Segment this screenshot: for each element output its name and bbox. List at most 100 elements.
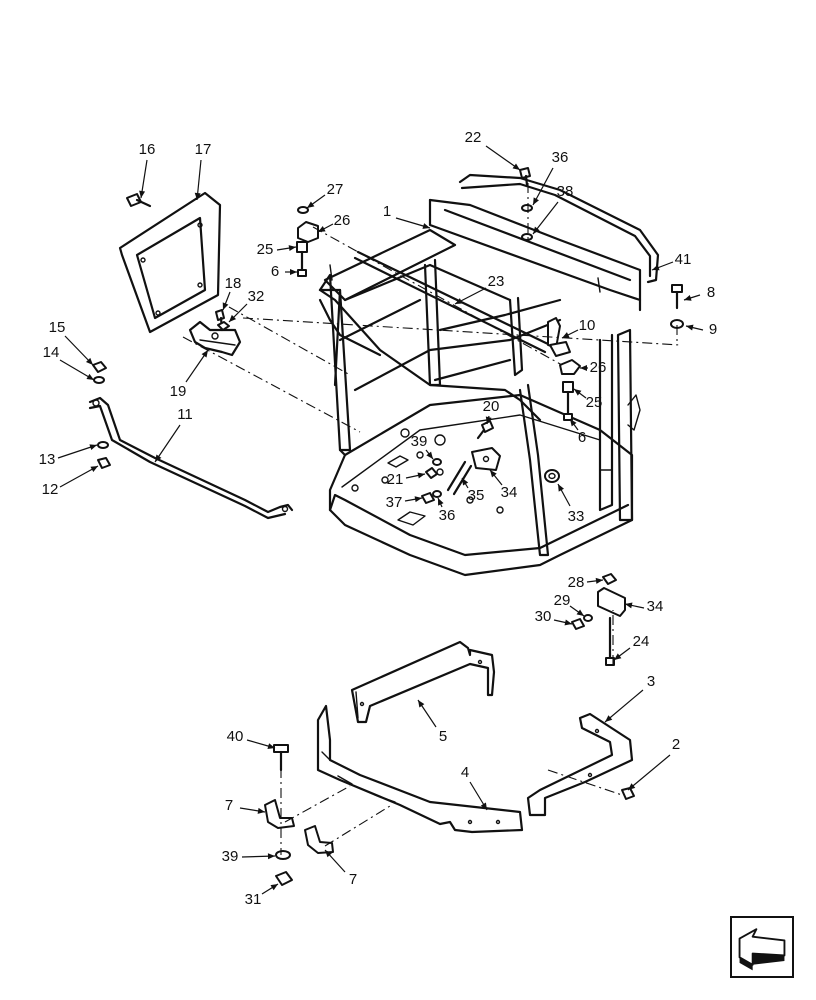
leader-arrowhead — [684, 295, 692, 301]
washer-29 — [583, 614, 593, 622]
leader-arrowhead — [570, 419, 577, 427]
handle-bar — [353, 250, 552, 354]
leader-arrowhead — [533, 226, 540, 234]
clip-26 — [297, 221, 319, 243]
callout-number: 3 — [647, 673, 655, 690]
callout-number: 7 — [349, 871, 357, 888]
callout-number: 25 — [586, 394, 603, 411]
leader-arrowhead — [222, 302, 229, 310]
guard-3 — [526, 712, 634, 817]
callout-number: 13 — [39, 451, 56, 468]
leader-arrowhead — [288, 245, 296, 252]
bracket-19 — [188, 320, 242, 357]
callout-number: 24 — [633, 633, 650, 650]
callout-number: 17 — [195, 141, 212, 158]
callout-number: 10 — [579, 317, 596, 334]
leader-arrowhead — [422, 223, 430, 229]
leader-arrowhead — [418, 700, 425, 708]
bolt-6-b — [563, 390, 573, 421]
bolt-16 — [126, 193, 152, 208]
callout-number: 41 — [675, 251, 692, 268]
callout-number: 6 — [578, 429, 586, 446]
leader-arrowhead — [558, 484, 564, 492]
leader-arrowhead — [290, 269, 297, 275]
callout-number: 38 — [557, 183, 574, 200]
nut-21 — [425, 467, 438, 479]
leader-arrowhead — [480, 802, 487, 810]
callout-number: 19 — [170, 383, 187, 400]
callout-number: 36 — [439, 507, 456, 524]
callout-number: 39 — [411, 433, 428, 450]
callout-leader — [627, 754, 671, 791]
callout-number: 20 — [483, 398, 500, 415]
callout-number: 18 — [225, 275, 242, 292]
callout-leader — [604, 689, 644, 723]
leader-arrowhead — [139, 190, 146, 198]
leader-arrowhead — [614, 653, 622, 660]
bolt-40 — [273, 744, 289, 772]
callout-number: 34 — [647, 598, 664, 615]
callout-number: 33 — [568, 508, 585, 525]
bracket-10 — [547, 317, 571, 357]
bolt-2 — [621, 787, 635, 800]
callout-number: 5 — [439, 728, 447, 745]
leader-arrowhead — [318, 226, 326, 232]
washer-39 — [432, 458, 442, 466]
callout-number: 14 — [43, 344, 60, 361]
rod-11 — [88, 396, 294, 520]
guard-5 — [350, 640, 496, 724]
callout-number: 30 — [535, 608, 552, 625]
leader-arrowhead — [485, 416, 492, 424]
callout-number: 12 — [42, 481, 59, 498]
bolt-22 — [519, 167, 531, 187]
bracket-7 — [264, 799, 295, 829]
callout-number: 37 — [386, 494, 403, 511]
callout-number: 15 — [49, 319, 66, 336]
next-page-button[interactable] — [730, 916, 794, 978]
leader-arrowhead — [438, 498, 444, 506]
bolt-20 — [476, 420, 494, 440]
callout-number: 8 — [707, 284, 715, 301]
leader-arrowhead — [89, 444, 97, 451]
spacer-25-b — [562, 381, 574, 393]
bracket-7-b — [304, 825, 334, 854]
nut-31 — [275, 871, 293, 886]
bolt-24 — [605, 616, 615, 666]
leader-arrowhead — [201, 350, 208, 358]
callout-number: 35 — [468, 487, 485, 504]
leader-arrowhead — [325, 850, 332, 858]
callout-leader — [532, 167, 554, 206]
leader-arrowhead — [462, 478, 469, 486]
leader-arrowhead — [267, 853, 275, 860]
spacer-25 — [296, 241, 308, 253]
leader-arrowhead — [229, 314, 237, 322]
pad-34 — [597, 587, 626, 617]
side-screen — [118, 191, 222, 334]
grommet-33 — [544, 469, 560, 483]
callout-number: 25 — [257, 241, 274, 258]
washer-38 — [521, 233, 533, 241]
callout-number: 26 — [590, 359, 607, 376]
leader-arrowhead — [595, 577, 603, 584]
leader-arrowhead — [194, 192, 201, 200]
leader-arrowhead — [605, 715, 613, 722]
leader-arrowhead — [90, 466, 98, 473]
callout-number: 9 — [709, 321, 717, 338]
washer-39-b — [275, 850, 291, 860]
callout-number: 27 — [327, 181, 344, 198]
leader-arrowhead — [564, 619, 572, 626]
callout-number: 2 — [672, 736, 680, 753]
callout-number: 1 — [383, 203, 391, 220]
washer-14 — [93, 376, 105, 384]
callout-leader — [59, 465, 99, 488]
leader-arrowhead — [574, 389, 582, 396]
callout-number: 26 — [334, 212, 351, 229]
callout-number: 28 — [568, 574, 585, 591]
callout-number: 32 — [248, 288, 265, 305]
leader-arrowhead — [426, 451, 433, 459]
leader-arrowhead — [417, 472, 425, 479]
callout-number: 39 — [222, 848, 239, 865]
leader-arrowhead — [628, 783, 636, 790]
leader-arrowhead — [490, 470, 497, 478]
